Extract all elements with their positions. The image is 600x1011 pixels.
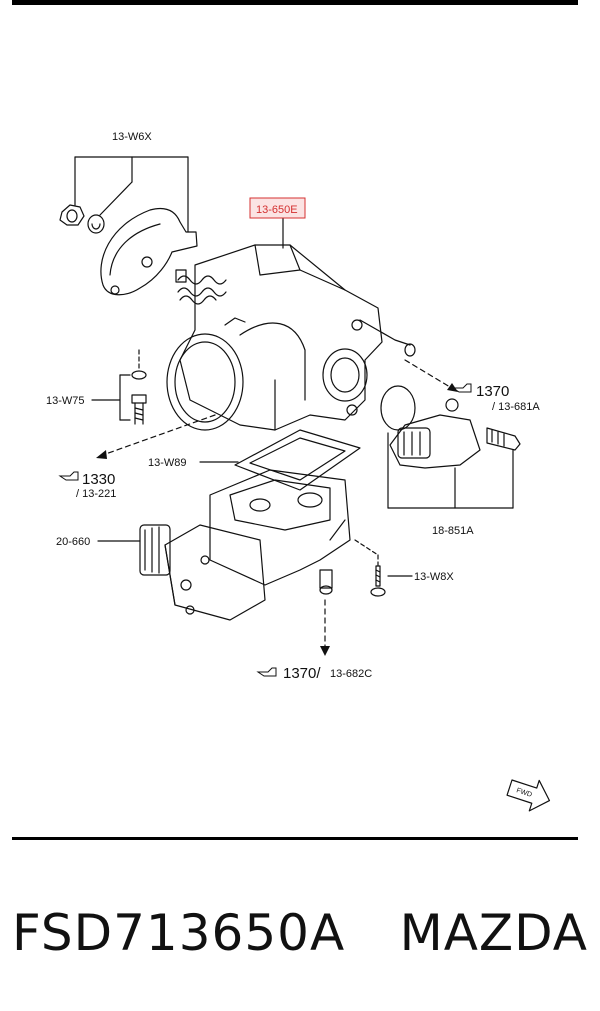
fwd-arrow <box>506 779 551 812</box>
label-main-part: 13-650E <box>256 204 298 216</box>
bottom-rule <box>12 837 578 840</box>
throttle-cam <box>100 207 198 296</box>
w8x-screw <box>354 539 413 597</box>
label-w89: 13-W89 <box>148 457 187 469</box>
top-rule <box>12 0 578 5</box>
part-number: FSD713650A <box>12 904 346 962</box>
motor-20-660 <box>97 524 266 621</box>
washer-part <box>87 214 105 234</box>
lower-body <box>209 469 351 595</box>
sensor-18-851A <box>380 385 521 509</box>
w75-screw-group <box>91 349 147 425</box>
w6x-bracket <box>74 156 189 233</box>
ref-icon-1370b <box>256 667 277 677</box>
gasket-w89 <box>199 429 361 491</box>
nut-part <box>59 204 85 226</box>
throttle-body <box>166 244 416 431</box>
label-ref-1330: 1330 <box>82 471 115 488</box>
main-part-highlight <box>249 197 306 219</box>
throttle-spring <box>175 269 227 305</box>
label-ref-681a: / 13-681A <box>492 401 540 413</box>
label-fwd: FWD <box>515 787 532 799</box>
label-ref-1370a: 1370 <box>476 383 509 400</box>
label-w8x: 13-W8X <box>414 571 454 583</box>
label-motor: 20-660 <box>56 536 90 548</box>
label-ref-221: / 13-221 <box>76 488 116 500</box>
throttle-body-diagram: 13-W6X 13-650E 13-W75 1370 / 13-681A 133… <box>46 131 551 812</box>
ref-icon-1330 <box>58 471 79 481</box>
brand-name: MAZDA <box>399 904 588 962</box>
label-w75: 13-W75 <box>46 395 85 407</box>
label-w6x: 13-W6X <box>112 131 152 143</box>
dashed-arrows <box>99 359 456 651</box>
label-sensor: 18-851A <box>432 525 474 537</box>
label-ref-1370b: 1370/ <box>283 665 321 682</box>
ref-icon-1370a <box>451 383 472 393</box>
label-ref-682c: 13-682C <box>330 668 372 680</box>
footer: FSD713650A MAZDA <box>12 898 588 968</box>
